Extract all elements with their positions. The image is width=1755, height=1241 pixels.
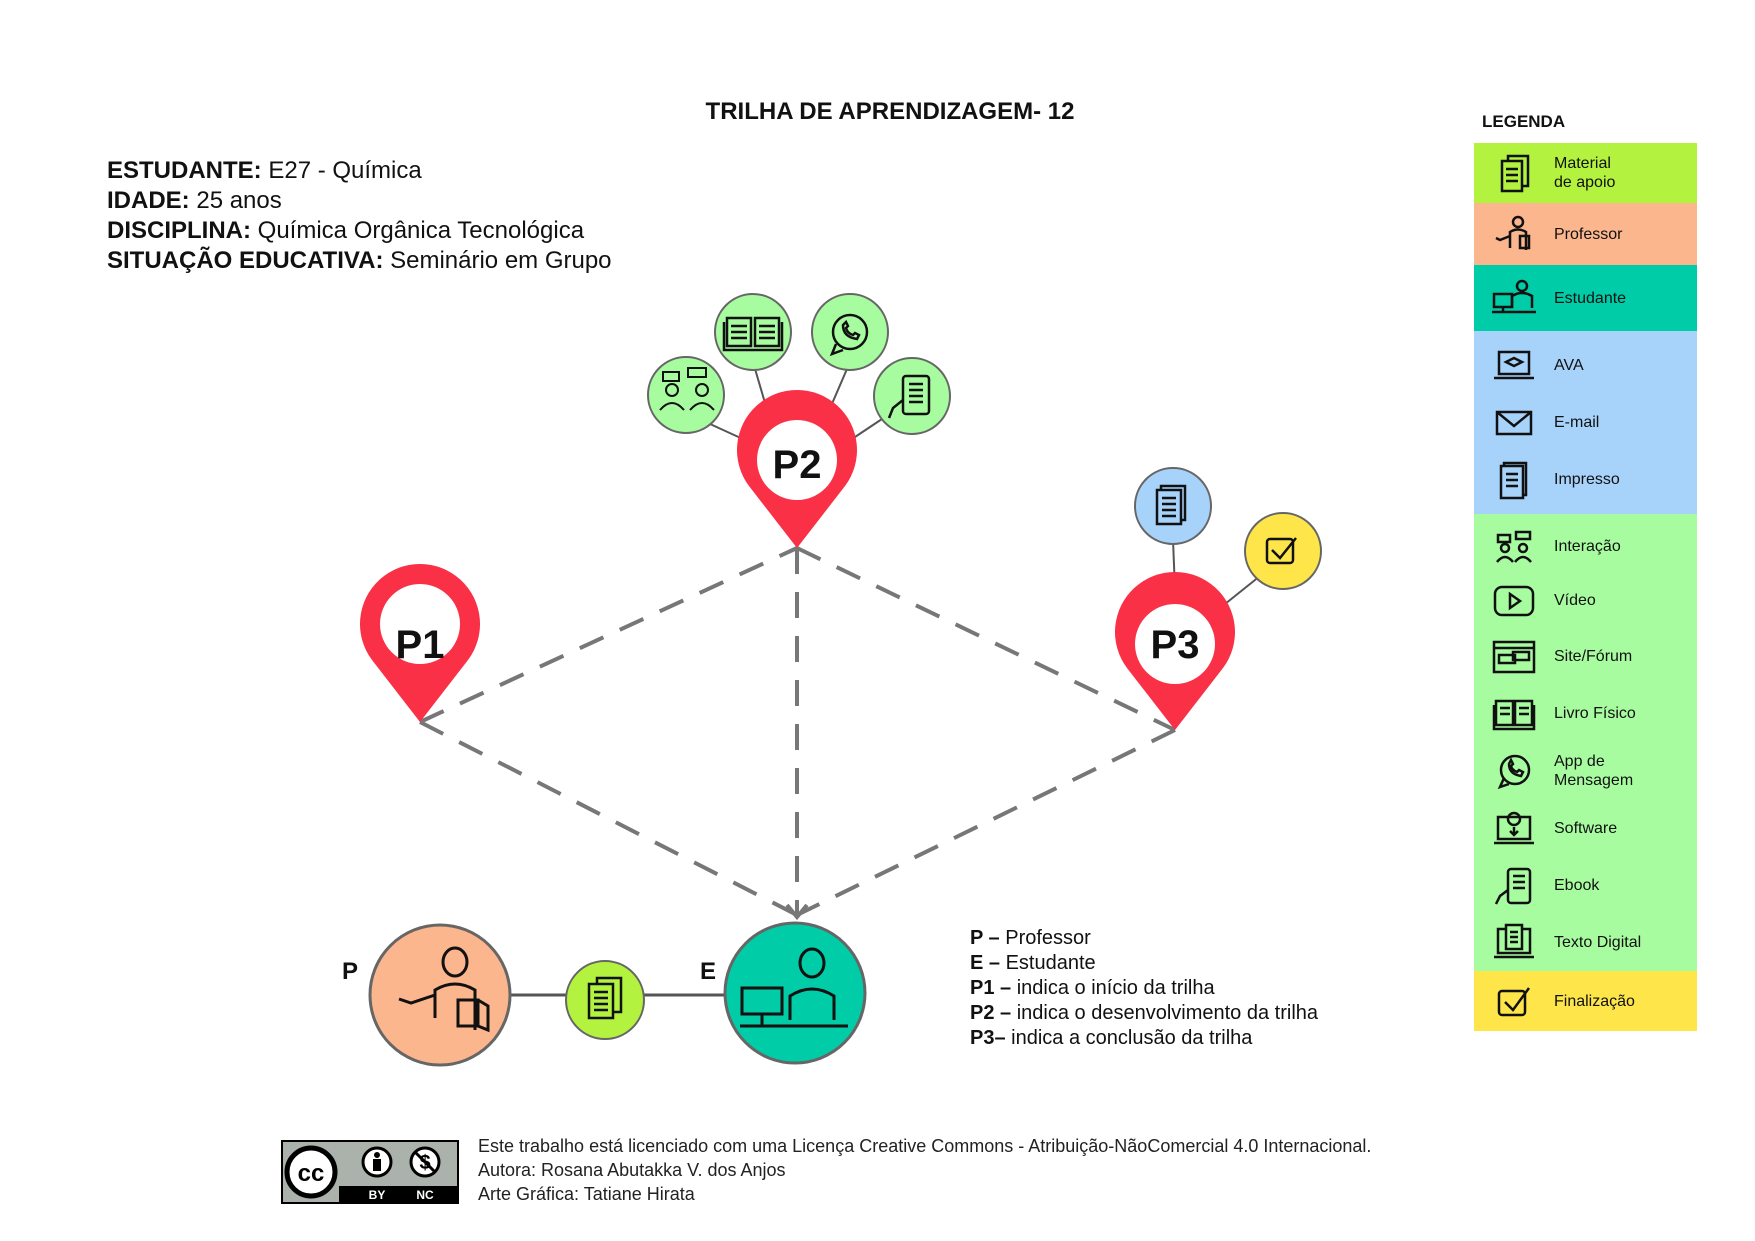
pin-p1 [360,564,480,722]
legend-item-software: Software [1474,800,1697,857]
cc-logo-text: cc [298,1160,325,1187]
page-title: TRILHA DE APRENDIZAGEM- 12 [705,98,1075,125]
note-p: P – Professor [970,927,1091,949]
license-text: Este trabalho está licenciado com uma Li… [478,1134,1371,1206]
legend-title: LEGENDA [1482,112,1566,131]
legend-item-professor: Professor [1474,203,1697,265]
professor-letter: P [342,958,359,985]
interaction-resource-icon [647,356,725,434]
digital-text-icon [1490,923,1538,963]
notes: P – Professor E – Estudante P1 – indica … [970,926,1318,1051]
ebook-icon [1490,866,1538,906]
author-line: Autora: Rosana Abutakka V. dos Anjos [478,1160,786,1180]
legend-label-livro: Livro Físico [1554,705,1636,722]
legend-item-finalizacao: Finalização [1474,971,1697,1031]
printed-doc-icon [1490,460,1538,500]
attribution-icon [361,1146,393,1178]
pin-p1-label: P1 [396,623,445,667]
legend-group-green: Interação Vídeo Site/Fórum Livro Físico … [1474,514,1697,971]
legend-label-texto-digital: Texto Digital [1554,934,1642,951]
laptop-graduation-icon [1490,346,1538,386]
note-p2: P2 – indica o desenvolvimento da trilha [970,1002,1319,1024]
whatsapp-resource-icon [811,293,889,371]
whatsapp-icon [1490,751,1538,791]
info-student: ESTUDANTE: E27 - Química [107,157,422,184]
legend-item-forum: Site/Fórum [1474,628,1697,685]
badge-by: BY [369,1188,386,1202]
checkbox-icon [1490,981,1538,1021]
envelope-icon [1490,403,1538,443]
documents-icon [1490,153,1538,193]
art-line: Arte Gráfica: Tatiane Hirata [478,1184,695,1204]
legend-label-finalizacao: Finalização [1554,992,1635,1010]
legend-item-livro: Livro Físico [1474,685,1697,742]
video-icon [1490,581,1538,621]
pin-p3 [1115,572,1236,730]
student-node-icon [723,921,867,1065]
path-p1-e [419,720,798,917]
license-line: Este trabalho está licenciado com uma Li… [478,1136,1372,1156]
legend-label-ebook: Ebook [1554,877,1600,894]
legend-label-email: E-mail [1554,414,1600,431]
path-p2-p3 [796,546,1176,732]
pin-p2-label: P2 [773,443,822,487]
software-icon [1490,809,1538,849]
path-p3-e [796,728,1176,917]
legend-label-video: Vídeo [1554,592,1596,609]
legend-item-impresso: Impresso [1474,451,1697,508]
book-resource-icon [714,293,792,371]
legend-item-estudante: Estudante [1474,265,1697,331]
legend-label-material: Material de apoio [1554,155,1616,191]
legend-item-app: App de Mensagem [1474,742,1697,800]
legend-label-ava: AVA [1554,357,1584,374]
info-situation: SITUAÇÃO EDUCATIVA: Seminário em Grupo [107,247,612,274]
legend-label-professor: Professor [1554,225,1623,243]
note-p1: P1 – indica o início da trilha [970,977,1215,999]
legend-label-estudante: Estudante [1554,289,1627,307]
book-icon [1490,694,1538,734]
student-icon [1490,278,1538,318]
badge-nc: NC [416,1188,434,1202]
legend-label-software: Software [1554,820,1618,837]
note-p3: P3– indica a conclusão da trilha [970,1027,1253,1049]
legend-item-interacao: Interação [1474,520,1697,573]
pin-p2 [737,390,857,548]
finalization-resource-icon [1244,512,1322,590]
pin-p3-label: P3 [1151,623,1200,667]
legend-item-video: Vídeo [1474,573,1697,628]
info-discipline: DISCIPLINA: Química Orgânica Tecnológica [107,217,585,244]
legend: Material de apoio Professor Estudante AV… [1474,143,1697,1031]
student-info: ESTUDANTE: E27 - Química IDADE: 25 anos … [107,156,612,276]
arrow-head [785,903,809,921]
legend-label-impresso: Impresso [1554,471,1620,488]
legend-item-email: E-mail [1474,394,1697,451]
info-age: IDADE: 25 anos [107,187,282,214]
legend-group-blue: AVA E-mail Impresso [1474,331,1697,514]
dashed-paths [419,546,1176,917]
legend-label-forum: Site/Fórum [1554,648,1633,665]
professor-icon [1490,214,1538,254]
note-e: E – Estudante [970,952,1096,974]
path-p1-p2 [419,546,798,724]
legend-item-ebook: Ebook [1474,857,1697,914]
printed-resource-icon [1134,467,1212,545]
professor-node-icon [368,923,512,1067]
noncommercial-icon: $ [409,1146,441,1178]
ebook-resource-icon [873,357,951,435]
legend-label-interacao: Interação [1554,538,1621,555]
legend-label-app: App de Mensagem [1554,753,1634,789]
legend-item-ava: AVA [1474,337,1697,394]
student-letter: E [700,958,717,985]
forum-icon [1490,637,1538,677]
legend-item-material: Material de apoio [1474,143,1697,203]
cc-license-badge: cc $ BY NC [281,1140,459,1204]
material-node-icon [565,960,645,1040]
legend-item-texto-digital: Texto Digital [1474,914,1697,971]
interaction-icon [1490,527,1538,567]
